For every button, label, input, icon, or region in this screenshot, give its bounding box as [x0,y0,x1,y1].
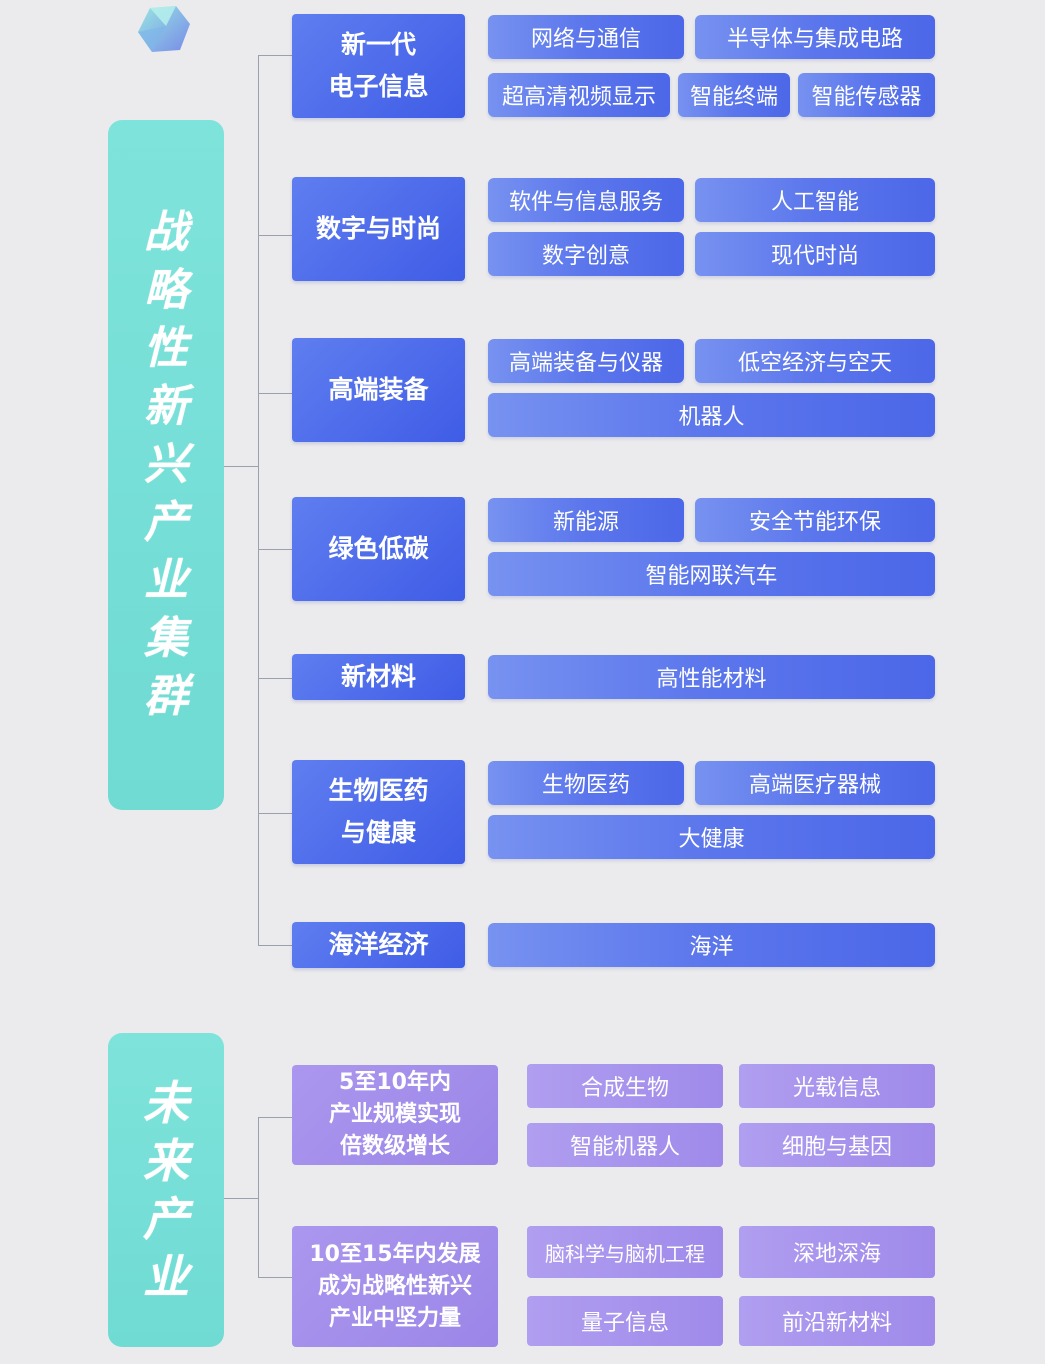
pillar-char: 群 [144,671,188,722]
future-industry-tag: 量子信息 [527,1296,723,1346]
industry-tag: 智能网联汽车 [488,552,935,596]
future-industry-tag: 前沿新材料 [739,1296,935,1346]
future-industry-tag: 合成生物 [527,1064,723,1108]
pillar-char: 来 [143,1134,189,1188]
industry-tag: 超高清视频显示 [488,73,670,117]
industry-tag: 半导体与集成电路 [695,15,935,59]
pillar-char: 业 [144,555,188,606]
connector-line [258,55,259,946]
crystal-logo-icon [138,6,190,52]
industry-tag: 人工智能 [695,178,935,222]
pillar-char: 战 [144,207,188,258]
connector-line [258,1117,259,1278]
connector-line [258,549,292,550]
industry-tag: 海洋 [488,923,935,967]
industry-tag: 高性能材料 [488,655,935,699]
industry-tag: 生物医药 [488,761,684,805]
pillar-char: 产 [143,1192,189,1246]
connector-line [258,1277,292,1278]
industry-tag: 软件与信息服务 [488,178,684,222]
industry-tag: 高端医疗器械 [695,761,935,805]
industry-tag: 高端装备与仪器 [488,339,684,383]
pillar-char: 未 [143,1076,189,1130]
category-box: 绿色低碳 [292,497,465,601]
industry-tag: 智能终端 [678,73,790,117]
connector-line [224,466,259,467]
pillar-char: 性 [144,323,188,374]
pillar-char: 集 [144,613,188,664]
pillar-char: 新 [144,381,188,432]
strategic-industries-pillar: 战 略 性 新 兴 产 业 集 群 [108,120,224,810]
industry-tag: 新能源 [488,498,684,542]
future-industry-tag: 深地深海 [739,1226,935,1278]
category-box: 生物医药 与健康 [292,760,465,864]
connector-line [258,1117,292,1118]
category-box: 数字与时尚 [292,177,465,281]
future-category-box: 5至10年内 产业规模实现 倍数级增长 [292,1065,498,1165]
pillar-char: 产 [144,497,188,548]
industry-tag: 智能传感器 [798,73,935,117]
connector-line [258,55,292,56]
industry-tag: 数字创意 [488,232,684,276]
connector-line [258,393,292,394]
category-box: 高端装备 [292,338,465,442]
industry-tag: 现代时尚 [695,232,935,276]
future-industry-tag: 光载信息 [739,1064,935,1108]
pillar-char: 略 [144,265,188,316]
industry-tag: 机器人 [488,393,935,437]
connector-line [258,678,292,679]
pillar-char: 兴 [144,439,188,490]
category-box: 新一代 电子信息 [292,14,465,118]
connector-line [224,1198,259,1199]
future-industries-pillar: 未 来 产 业 [108,1033,224,1347]
connector-line [258,945,292,946]
future-category-box: 10至15年内发展 成为战略性新兴 产业中坚力量 [292,1226,498,1347]
industry-tag: 安全节能环保 [695,498,935,542]
industry-tag: 网络与通信 [488,15,684,59]
category-box: 新材料 [292,654,465,700]
future-industry-tag: 智能机器人 [527,1123,723,1167]
industry-tag: 低空经济与空天 [695,339,935,383]
connector-line [258,813,292,814]
pillar-char: 业 [143,1250,189,1304]
connector-line [258,235,292,236]
future-industry-tag: 细胞与基因 [739,1123,935,1167]
future-industry-tag: 脑科学与脑机工程 [527,1226,723,1278]
category-box: 海洋经济 [292,922,465,968]
industry-tag: 大健康 [488,815,935,859]
